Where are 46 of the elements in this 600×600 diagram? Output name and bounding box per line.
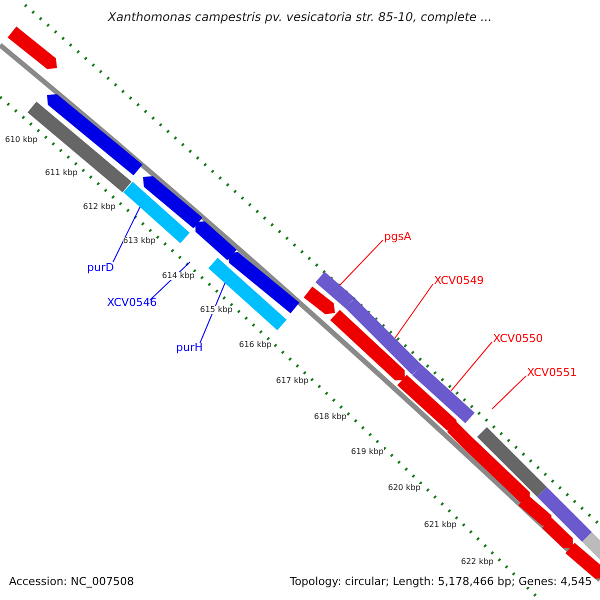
gene-bar (195, 221, 237, 260)
accession-text: Accession: NC_007508 (9, 576, 134, 587)
gene-label: purD (87, 262, 114, 273)
scale-label: 621 kbp (424, 521, 457, 529)
leader-line (340, 240, 384, 286)
gene-bar (542, 518, 573, 548)
scale-label: 615 kbp (200, 306, 233, 314)
leader-line (450, 342, 492, 392)
gene-label: purH (176, 342, 203, 353)
scale-label: 612 kbp (83, 203, 116, 211)
gene-bar (143, 176, 202, 228)
leader-line (492, 376, 526, 410)
scale-label: 616 kbp (239, 341, 272, 349)
gene-bar (477, 427, 547, 497)
scale-label: 622 kbp (461, 558, 494, 566)
gene-bar (412, 364, 475, 424)
scale-label: 618 kbp (314, 413, 347, 421)
gene-bar (565, 542, 600, 579)
gene-bar (518, 494, 552, 526)
gene-bar (47, 94, 142, 176)
gene-label: pgsA (384, 231, 412, 242)
scale-label: 611 kbp (45, 169, 78, 177)
scale-label: 610 kbp (5, 136, 38, 144)
gene-bar (315, 272, 355, 308)
gene-label: XCV0550 (493, 333, 543, 344)
scale-label: 620 kbp (388, 484, 421, 492)
gene-bar (345, 298, 422, 375)
gene-bar (537, 487, 592, 542)
gene-bar (304, 286, 335, 314)
gene-bar (397, 374, 457, 430)
scale-label: 614 kbp (162, 272, 195, 280)
scale-label: 617 kbp (276, 377, 309, 385)
leader-line (394, 284, 434, 338)
scale-label: 619 kbp (351, 448, 384, 456)
gene-bar (123, 182, 190, 244)
title: Xanthomonas campestris pv. vesicatoria str. 85-10, complete ... (106, 11, 493, 23)
scale-label: 613 kbp (123, 237, 156, 245)
leader-line (200, 282, 226, 344)
gene-label: XCV0549 (434, 275, 484, 286)
gene-label: XCV0546 (107, 297, 157, 308)
leader-line (112, 206, 140, 262)
gene-label: XCV0551 (527, 367, 577, 378)
gene-bar (330, 310, 405, 380)
genome-info-text: Topology: circular; Length: 5,178,466 bp; Genes: 4,545 (290, 576, 592, 587)
gene-bar (8, 26, 57, 70)
gene-bar (463, 438, 530, 502)
